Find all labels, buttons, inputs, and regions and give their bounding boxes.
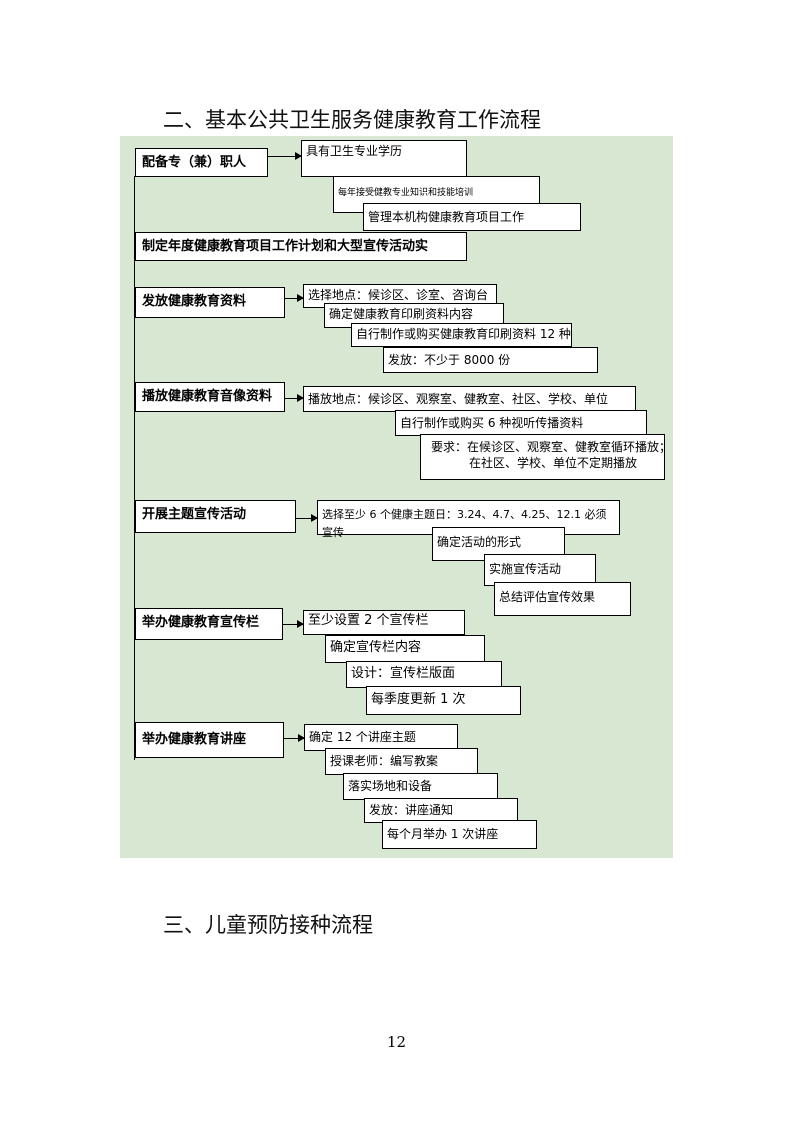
lecture-substep-3: 落实场地和设备 [343,773,498,800]
board-substep-4: 每季度更新 1 次 [366,686,521,715]
campaign-substep-1: 选择至少 6 个健康主题日：3.24、4.7、4.25、12.1 必须宣传 [317,500,620,539]
av-requirement-line-2: 在社区、学校、单位不定期播放 [469,456,638,470]
board-substep-3: 设计：宣传栏版面 [346,661,502,688]
step-av: 播放健康教育音像资料 [135,382,285,412]
materials-substep-4: 发放：不少于 8000 份 [383,347,598,373]
av-requirement-line-1: 要求：在候诊区、观察室、健教室循环播放； [431,440,672,454]
step-materials: 发放健康教育资料 [135,287,285,318]
step-plan: 制定年度健康教育项目工作计划和大型宣传活动实 [135,232,467,261]
lecture-substep-5: 每个月举办 1 次讲座 [382,820,537,849]
board-substep-2: 确定宣传栏内容 [325,635,485,663]
arrow-materials [285,294,304,302]
step-board: 举办健康教育宣传栏 [135,608,283,640]
arrow-staff [268,152,302,160]
flow-trunk-line [134,176,135,760]
lecture-substep-1: 确定 12 个讲座主题 [304,724,458,751]
arrow-av [285,394,304,402]
section-heading-health-education: 二、基本公共卫生服务健康教育工作流程 [163,108,541,132]
arrow-board [283,620,304,628]
av-requirement: 要求：在候诊区、观察室、健教室循环播放； 在社区、学校、单位不定期播放 [420,434,672,480]
staff-substep-1: 具有卫生专业学历 [301,140,467,177]
campaign-substep-3: 实施宣传活动 [484,554,596,586]
section-heading-child-vaccination: 三、儿童预防接种流程 [163,913,373,937]
board-substep-1: 至少设置 2 个宣传栏 [303,610,465,635]
materials-substep-3: 自行制作或购买健康教育印刷资料 12 种 [351,323,572,347]
av-substep-2: 自行制作或购买 6 种视听传播资料 [395,410,647,436]
campaign-substep-4: 总结评估宣传效果 [494,582,631,616]
staff-substep-3: 管理本机构健康教育项目工作 [363,203,581,231]
arrow-campaign [296,514,318,522]
step-staff: 配备专（兼）职人 [135,148,268,177]
step-lecture: 举办健康教育讲座 [135,722,284,758]
health-education-flowchart: 配备专（兼）职人 具有卫生专业学历 每年接受健教专业知识和技能培训 管理本机构健… [120,136,673,858]
page-number: 12 [386,1033,407,1051]
step-campaign: 开展主题宣传活动 [135,500,296,533]
lecture-substep-4: 发放：讲座通知 [364,798,518,823]
arrow-lecture [284,734,305,742]
av-substep-1: 播放地点：候诊区、观察室、健教室、社区、学校、单位 [303,386,636,412]
lecture-substep-2: 授课老师：编写教案 [325,748,478,775]
